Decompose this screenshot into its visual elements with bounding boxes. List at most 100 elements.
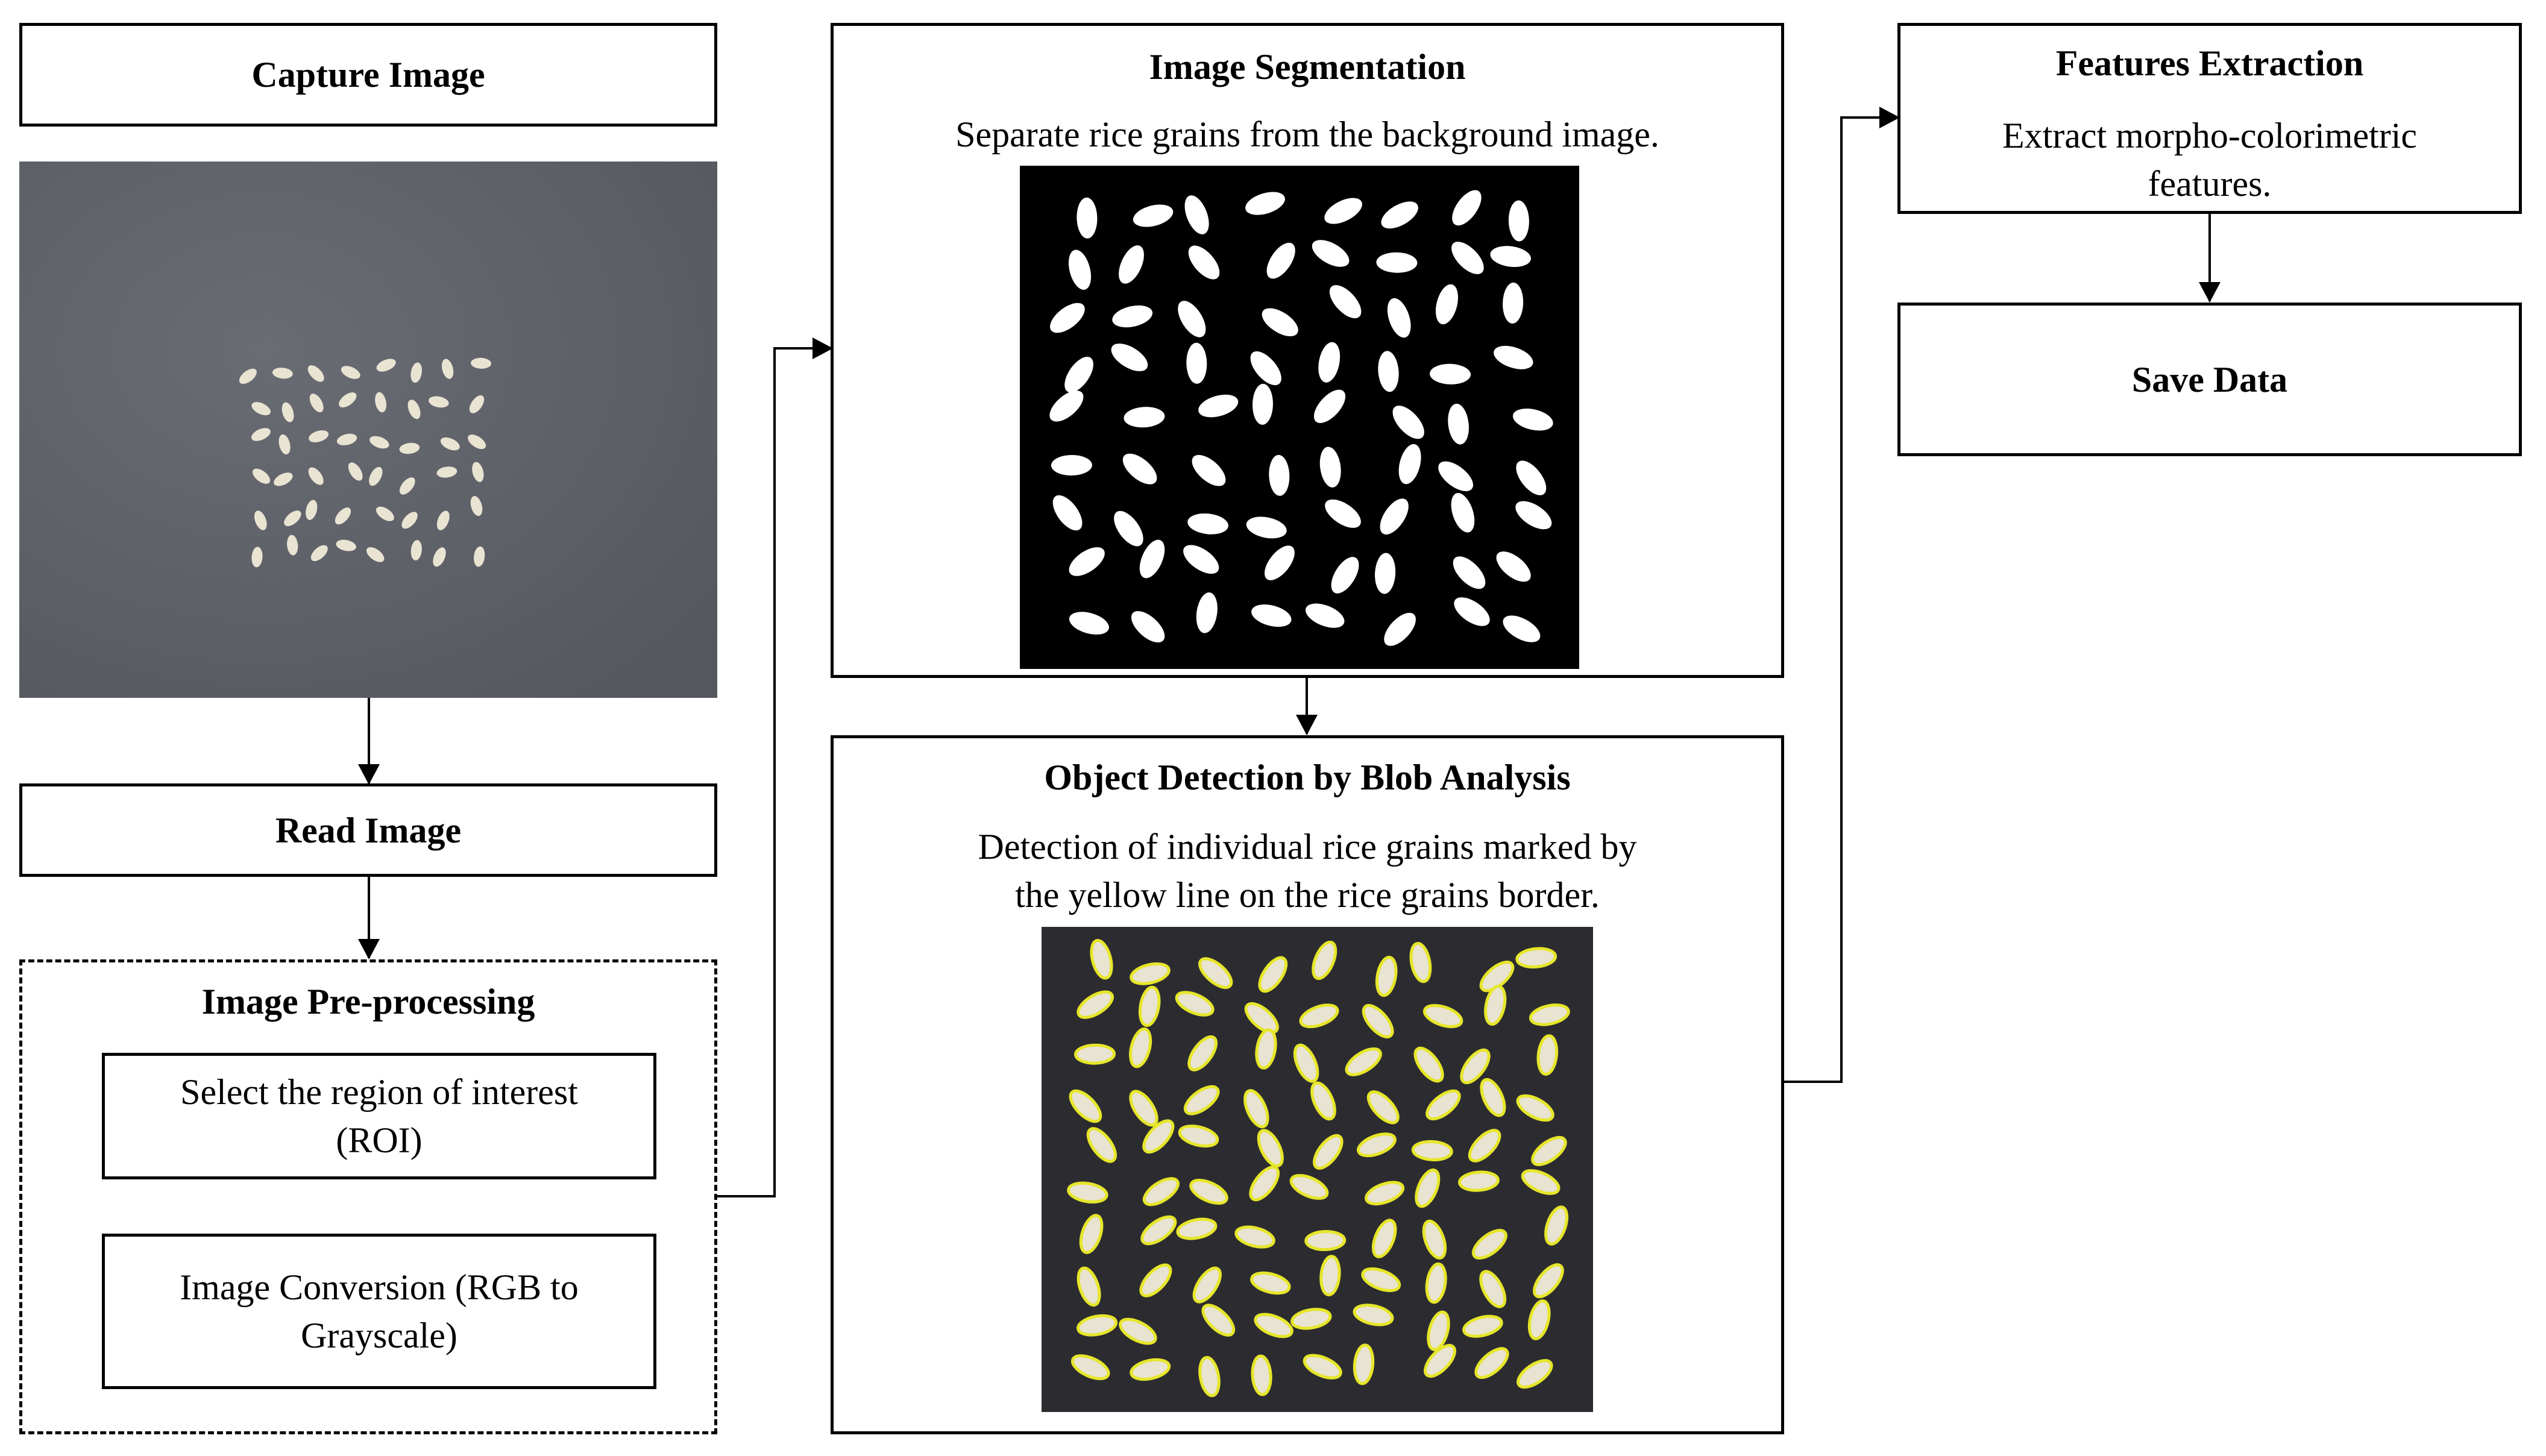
rice-grain [1244,1002,1279,1034]
rice-grain [1527,1299,1551,1340]
rice-grain [1183,545,1219,574]
capture-image-title: Capture Image [251,55,485,95]
rice-grain [1198,1356,1221,1398]
rice-grain [1454,597,1490,626]
rice-grain [1371,1219,1397,1258]
blob-detection-image [1042,927,1593,1412]
rice-grain [1453,556,1486,589]
rice-grain [1536,1034,1559,1076]
rice-grain [1050,303,1085,333]
rice-grain [1319,447,1341,488]
rice-grain [1318,342,1341,383]
rice-grain [1176,1217,1218,1240]
rice-grain [1052,495,1083,531]
arrowhead-preprocess [358,939,380,959]
read-image-title: Read Image [275,810,462,850]
rice-grain [1124,407,1165,428]
rice-grain [1129,1027,1152,1068]
rice-grain [1451,493,1475,533]
rice-grain [1448,403,1469,445]
rice-grain [1365,1181,1405,1206]
rice-grain [1178,1125,1219,1148]
rice-grain [1425,1089,1461,1121]
rice-grain [1324,198,1362,224]
rice-grain [1184,195,1209,234]
rice-grain [1131,610,1165,643]
rice-grain [1438,461,1473,492]
features-extraction-box: Features Extraction Extract morpho-color… [1897,23,2522,214]
rice-grain [1258,956,1288,993]
rice-grain [251,402,271,416]
rice-grain [1069,612,1109,635]
rice-grain [1252,383,1274,425]
rice-grain [1313,389,1346,423]
rice-grain [1140,1215,1177,1246]
rice-grain [1068,249,1092,290]
rice-sample-photo [19,162,717,698]
rice-grain [1529,1003,1570,1026]
rice-grain [1503,615,1541,642]
rice-grain [335,507,351,525]
rice-grain [399,477,415,495]
rice-grain [1051,454,1092,476]
rice-grain [1070,1354,1110,1381]
features-extraction-title: Features Extraction [2055,43,2364,83]
rice-grain [309,394,324,413]
rice-grain [278,434,291,455]
rice-grain [308,467,324,485]
rice-grain [1111,344,1148,371]
arrow-preprocess-to-segmentation [717,347,831,1197]
rice-grain [1422,1219,1447,1260]
rice-grain [336,539,356,551]
rice-grain [1255,1028,1277,1070]
rice-grain [407,400,421,419]
rice-grain [1430,363,1471,384]
rice-grain [369,436,389,449]
read-image-box: Read Image [19,783,717,877]
rice-grain [433,547,446,567]
rice-grain [1074,1043,1116,1065]
rice-grain [1531,1135,1567,1167]
rice-grain [474,546,485,567]
rice-grain [1353,1304,1394,1326]
rice-grain [1366,1090,1400,1125]
rice-grain [1234,1225,1275,1249]
rice-grain [1243,1089,1269,1129]
rice-grain [1422,1003,1463,1029]
rice-grain [1183,1085,1220,1116]
rice-grain [1387,298,1411,338]
rice-grain [1114,510,1143,547]
rice-grain [1175,991,1215,1017]
rice-grain [1471,1229,1507,1260]
rice-grain [376,359,396,372]
rice-grain [1077,1314,1118,1337]
rice-grain [1138,985,1161,1028]
rice-grain [1249,1166,1280,1202]
rice-grain [1319,1255,1341,1297]
rice-grain [1435,284,1459,325]
rice-grain [1544,1205,1569,1246]
rice-grain [272,368,293,379]
rice-grain [336,433,357,445]
rice-grain [1196,592,1218,633]
rice-grain [1496,551,1531,582]
rice-grain [436,510,450,530]
rice-grain [1375,955,1398,997]
rice-grain [1451,242,1484,274]
rice-grain [1129,1090,1158,1127]
rice-grain [369,466,383,486]
rice-grain [1310,1081,1336,1121]
rice-grain [251,547,263,568]
rice-grain [1262,308,1298,336]
rice-grain [410,362,423,383]
rice-grain [287,535,298,556]
rice-grain [1484,985,1507,1026]
rice-grain [1257,1129,1284,1168]
rice-grain [1325,499,1361,528]
rice-grain [469,395,485,413]
rice-grain [1187,1035,1218,1072]
rice-grain [1480,1078,1506,1117]
rice-grain [1409,942,1432,984]
rice-grain [1452,190,1482,226]
